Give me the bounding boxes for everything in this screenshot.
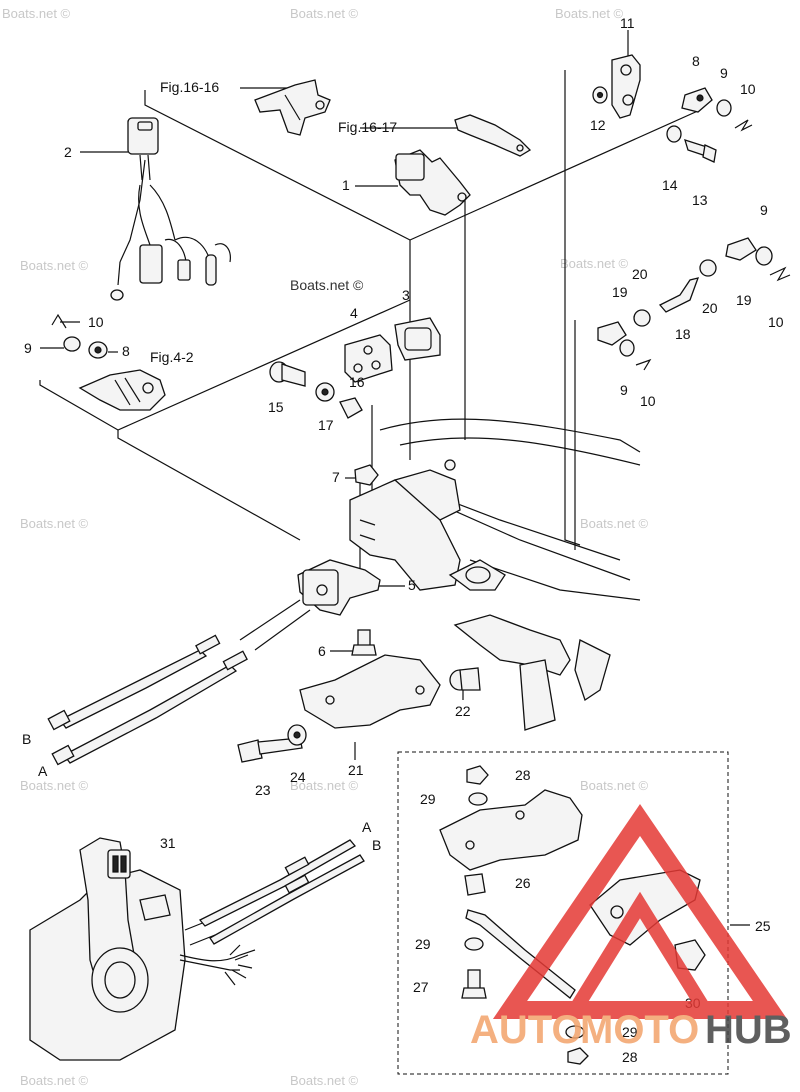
callout-10: 10: [88, 314, 104, 330]
callout-29: 29: [415, 936, 431, 952]
ref-fig-16-16: Fig.16-16: [160, 79, 219, 95]
callout-9: 9: [720, 65, 728, 81]
cable-end-a: A: [38, 763, 48, 779]
center-parts: [269, 317, 441, 656]
logo-text-moto: MOTO: [580, 1008, 699, 1052]
remote-control-31: [29, 837, 365, 1061]
callout-31: 31: [160, 835, 176, 851]
callout-27: 27: [413, 979, 429, 995]
watermark: Boats.net ©: [290, 1073, 359, 1088]
watermark: Boats.net ©: [20, 258, 89, 273]
callout-2: 2: [64, 144, 72, 160]
callout-9: 9: [620, 382, 628, 398]
lower-bracket-parts: [237, 614, 611, 763]
callout-3: 3: [402, 287, 410, 303]
watermark: Boats.net ©: [2, 6, 71, 21]
watermark: Boats.net ©: [20, 516, 89, 531]
callout-22: 22: [455, 703, 471, 719]
callout-23: 23: [255, 782, 271, 798]
watermark: Boats.net ©: [20, 778, 89, 793]
callout-20: 20: [632, 266, 648, 282]
figure-references: Fig.16-16 Fig.16-17 Fig.4-2: [150, 79, 397, 365]
callout-15: 15: [268, 399, 284, 415]
watermark: Boats.net ©: [555, 6, 624, 21]
bracket-fig-16-16: [254, 79, 331, 136]
callout-20: 20: [702, 300, 718, 316]
watermark-layer: Boats.net © Boats.net © Boats.net © Boat…: [2, 6, 649, 1088]
right-small-parts: [592, 54, 791, 371]
callout-4: 4: [350, 305, 358, 321]
callout-12: 12: [590, 117, 606, 133]
watermark-main: Boats.net ©: [290, 277, 364, 293]
cable-end-b-right: B: [372, 837, 381, 853]
watermark: Boats.net ©: [580, 778, 649, 793]
callout-28: 28: [515, 767, 531, 783]
callout-18: 18: [675, 326, 691, 342]
callout-7: 7: [332, 469, 340, 485]
callout-24: 24: [290, 769, 306, 785]
cable-end-a-right: A: [362, 819, 372, 835]
callout-21: 21: [348, 762, 364, 778]
ref-fig-16-17: Fig.16-17: [338, 119, 397, 135]
callout-28: 28: [622, 1049, 638, 1065]
engine-bracket-assembly: [349, 418, 641, 601]
logo-text-hub: HUB: [705, 1008, 792, 1052]
callout-25: 25: [755, 918, 771, 934]
callout-19: 19: [736, 292, 752, 308]
automotohub-logo: AUTO MOTO HUB: [470, 804, 792, 1052]
callout-26: 26: [515, 875, 531, 891]
callout-11: 11: [620, 15, 635, 31]
watermark: Boats.net ©: [290, 6, 359, 21]
control-cables: [47, 634, 248, 766]
callout-5: 5: [408, 577, 416, 593]
watermark: Boats.net ©: [560, 256, 629, 271]
callout-10: 10: [768, 314, 784, 330]
bracket-part-1: [394, 149, 471, 216]
logo-text-auto: AUTO: [470, 1008, 583, 1052]
callout-6: 6: [318, 643, 326, 659]
callout-14: 14: [662, 177, 678, 193]
neutral-switch-part-2: [110, 117, 231, 301]
callout-8: 8: [692, 53, 700, 69]
callout-numbers: 1 2 3 4 5 6 7 8 8 9 9 9 9 10 10 10 10 11…: [22, 15, 784, 1065]
callout-10: 10: [640, 393, 656, 409]
watermark: Boats.net ©: [20, 1073, 89, 1088]
cable-end-b: B: [22, 731, 31, 747]
callout-16: 16: [349, 374, 365, 390]
logo-triangle: [492, 804, 788, 1019]
callout-13: 13: [692, 192, 708, 208]
callout-19: 19: [612, 284, 628, 300]
callout-8: 8: [122, 343, 130, 359]
callout-9: 9: [760, 202, 768, 218]
small-parts-left: [51, 313, 166, 411]
callout-1: 1: [342, 177, 350, 193]
callout-29: 29: [420, 791, 436, 807]
watermark: Boats.net ©: [580, 516, 649, 531]
ref-fig-4-2: Fig.4-2: [150, 349, 194, 365]
callout-9: 9: [24, 340, 32, 356]
watermark: Boats.net ©: [290, 778, 359, 793]
callout-10: 10: [740, 81, 756, 97]
callout-17: 17: [318, 417, 334, 433]
plate-fig-16-17: [454, 114, 532, 157]
callout-29: 29: [622, 1024, 638, 1040]
